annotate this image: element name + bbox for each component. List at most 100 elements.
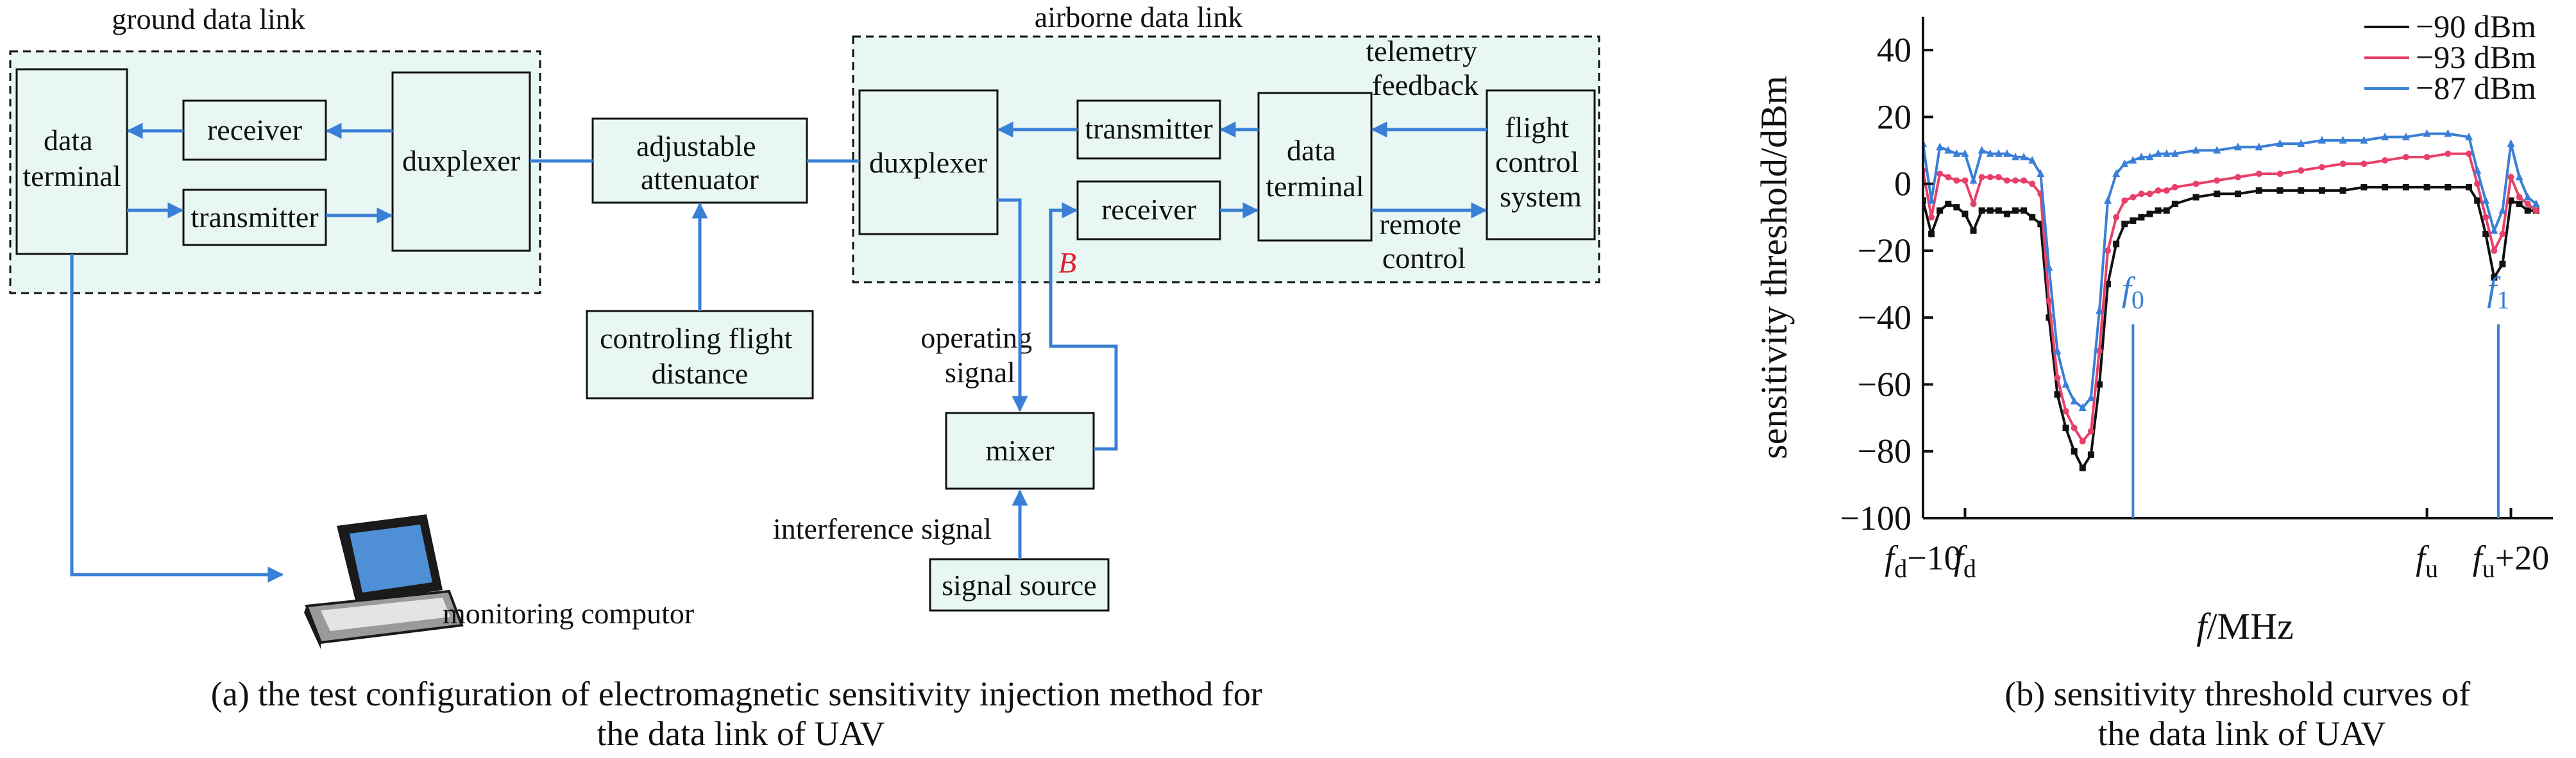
data-point: [2037, 221, 2044, 228]
data-point: [2037, 169, 2045, 178]
ground-receiver-block: [182, 99, 327, 161]
airborne-duxplexer-block: [858, 89, 999, 235]
data-point: [2146, 190, 2153, 198]
data-point: [2523, 192, 2532, 201]
data-point: [2071, 448, 2078, 455]
data-point: [2491, 247, 2498, 254]
data-point: [1978, 207, 1985, 214]
data-point: [2482, 230, 2489, 237]
panel-a-caption: (a) the test configuration of electromag…: [211, 675, 1271, 753]
annotation-label: f0: [2122, 270, 2144, 314]
data-point: [2192, 194, 2199, 201]
airborne-receiver-label: receiver: [1101, 193, 1196, 226]
data-point: [2276, 171, 2284, 178]
data-point: [2062, 380, 2070, 388]
data-point: [2087, 428, 2094, 435]
annotation-label: f1: [2487, 270, 2509, 314]
x-tick-label: fu: [2416, 539, 2438, 583]
data-point: [2473, 165, 2482, 174]
connection-wires: [70, 121, 1487, 583]
panel-a-diagram: ground data link airborne data link data…: [9, 1, 1600, 753]
airborne-data-terminal-label: data terminal: [1266, 134, 1364, 203]
y-tick-label: −80: [1858, 432, 1911, 471]
data-point: [2121, 221, 2128, 228]
data-point: [2482, 196, 2490, 204]
data-point: [2235, 190, 2241, 198]
series-line-2: [1923, 152, 2538, 444]
data-point: [2339, 187, 2346, 194]
data-point: [2054, 391, 2061, 398]
data-point: [1928, 196, 1936, 204]
legend-label: −90 dBm: [2416, 8, 2536, 44]
data-point: [2466, 150, 2473, 157]
data-point: [2339, 160, 2346, 167]
data-point: [1969, 176, 1978, 184]
data-point: [2402, 132, 2410, 140]
data-point: [2498, 206, 2507, 214]
remote-control-label: remote control: [1379, 208, 1468, 274]
airborne-data-terminal-block: [1257, 92, 1373, 242]
data-point: [2029, 214, 2036, 221]
data-point: [2163, 187, 2170, 194]
data-point: [2524, 207, 2531, 214]
data-point: [2423, 129, 2431, 137]
data-point: [2532, 207, 2539, 214]
controling-flight-distance-label: controling flight distance: [600, 322, 800, 390]
data-point: [2402, 153, 2409, 160]
data-point: [2130, 217, 2137, 224]
data-point: [2499, 260, 2506, 267]
data-point: [2276, 139, 2284, 147]
data-point: [2235, 174, 2241, 181]
data-point: [1978, 146, 1986, 154]
data-point: [2339, 135, 2347, 144]
data-point: [2490, 226, 2498, 234]
data-point: [2012, 177, 2019, 184]
data-point: [1995, 207, 2002, 214]
data-point: [2382, 183, 2389, 190]
data-point: [2516, 200, 2523, 207]
data-point: [2021, 177, 2028, 184]
data-point: [1962, 177, 1969, 184]
data-point: [2096, 381, 2103, 388]
data-point: [2078, 403, 2087, 411]
data-point: [1936, 207, 1944, 214]
data-point: [2113, 214, 2120, 221]
airborne-transmitter-block: [1076, 99, 1221, 160]
data-point: [2129, 156, 2137, 164]
legend: −90 dBm−93 dBm−87 dBm: [2364, 8, 2536, 106]
data-point: [2255, 142, 2263, 151]
data-point: [2381, 132, 2389, 140]
data-point: [2045, 263, 2053, 271]
data-point: [2146, 152, 2154, 160]
data-point: [2130, 194, 2137, 201]
chart-marks: [1923, 129, 2540, 471]
data-point: [2155, 187, 2162, 194]
y-tick-label: 20: [1877, 97, 1911, 136]
x-axis-title: f/MHz: [2196, 605, 2293, 647]
data-point: [2382, 157, 2389, 164]
data-point: [1978, 174, 1985, 181]
airborne-transmitter-label: transmitter: [1085, 112, 1212, 145]
data-point: [2104, 196, 2112, 204]
interference-signal-label: interference signal: [773, 512, 992, 545]
data-point: [2444, 129, 2452, 137]
mixer-block: [945, 412, 1095, 490]
data-point: [2318, 187, 2325, 194]
data-point: [2138, 214, 2145, 221]
data-point: [2046, 314, 2053, 321]
data-point: [2137, 152, 2146, 160]
ground-data-link-title: ground data link: [112, 3, 305, 35]
data-point: [2499, 230, 2506, 237]
data-point: [1936, 171, 1944, 178]
ground-duxplexer-label: duxplexer: [402, 144, 520, 177]
ground-receiver-label: receiver: [207, 114, 302, 146]
data-point: [2105, 247, 2112, 254]
y-tick-label: 40: [1877, 31, 1911, 69]
data-point: [2054, 375, 2061, 382]
signal-source-label: signal source: [942, 569, 1096, 602]
data-point: [2491, 274, 2498, 281]
airborne-duxplexer-label: duxplexer: [869, 146, 987, 179]
airborne-receiver-block: [1076, 180, 1221, 240]
data-point: [2113, 240, 2120, 248]
data-point: [2360, 160, 2368, 167]
